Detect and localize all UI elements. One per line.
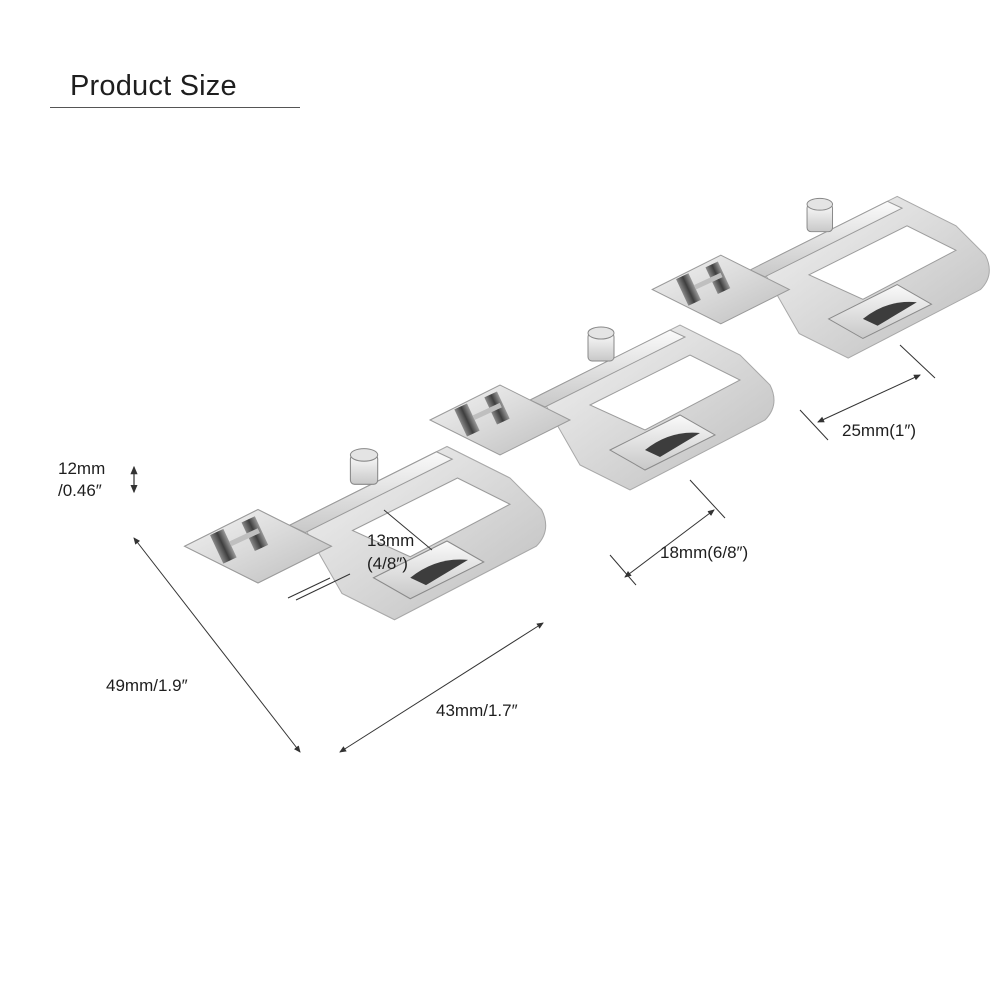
small-hem-width: 13mm: [367, 531, 415, 550]
title-underline: [50, 107, 300, 108]
small-hem-width-inch: (4/8″): [367, 554, 408, 573]
medium-hem-width: 18mm(6/8″): [660, 543, 749, 562]
height-dimension-line2: /0.46″: [58, 481, 102, 500]
page-title: Product Size: [70, 70, 237, 102]
length-dimension: 49mm/1.9″: [106, 676, 188, 695]
hemmer-foot-small: [183, 445, 547, 621]
height-dimension-line1: 12mm: [58, 459, 106, 478]
hemmer-foot-large: [651, 195, 990, 359]
large-hem-width: 25mm(1″): [842, 421, 917, 440]
width-dimension: 43mm/1.7″: [436, 701, 518, 720]
